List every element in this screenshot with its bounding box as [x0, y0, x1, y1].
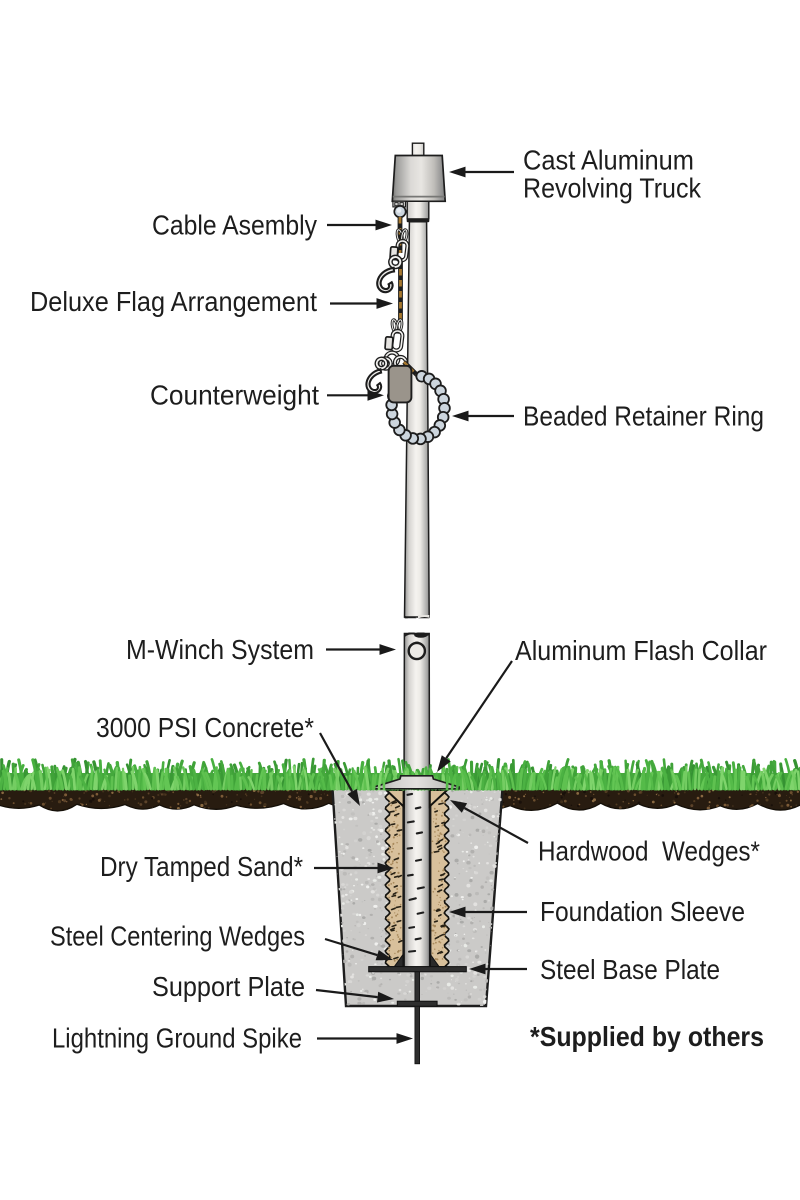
svg-text:Cast Aluminum: Cast Aluminum [523, 145, 694, 176]
svg-text:*Supplied by others: *Supplied by others [530, 1021, 764, 1052]
svg-text:M-Winch System: M-Winch System [126, 634, 314, 665]
svg-text:Revolving Truck: Revolving Truck [523, 173, 702, 204]
svg-text:Deluxe Flag Arrangement: Deluxe Flag Arrangement [30, 286, 317, 317]
svg-text:Steel Base Plate: Steel Base Plate [540, 954, 720, 985]
svg-text:Dry Tamped Sand*: Dry Tamped Sand* [100, 851, 303, 882]
svg-text:Lightning Ground Spike: Lightning Ground Spike [52, 1023, 302, 1054]
svg-text:Cable Asembly: Cable Asembly [152, 210, 317, 241]
svg-text:Counterweight: Counterweight [150, 380, 319, 411]
svg-text:Hardwood Wedges*: Hardwood Wedges* [538, 836, 760, 867]
svg-text:Foundation Sleeve: Foundation Sleeve [540, 896, 745, 927]
svg-text:Beaded Retainer Ring: Beaded Retainer Ring [523, 401, 764, 432]
svg-text:Aluminum Flash Collar: Aluminum Flash Collar [515, 635, 767, 666]
svg-text:Steel Centering Wedges: Steel Centering Wedges [50, 921, 305, 952]
svg-text:3000 PSI Concrete*: 3000 PSI Concrete* [96, 712, 314, 743]
svg-text:Support Plate: Support Plate [152, 971, 305, 1002]
